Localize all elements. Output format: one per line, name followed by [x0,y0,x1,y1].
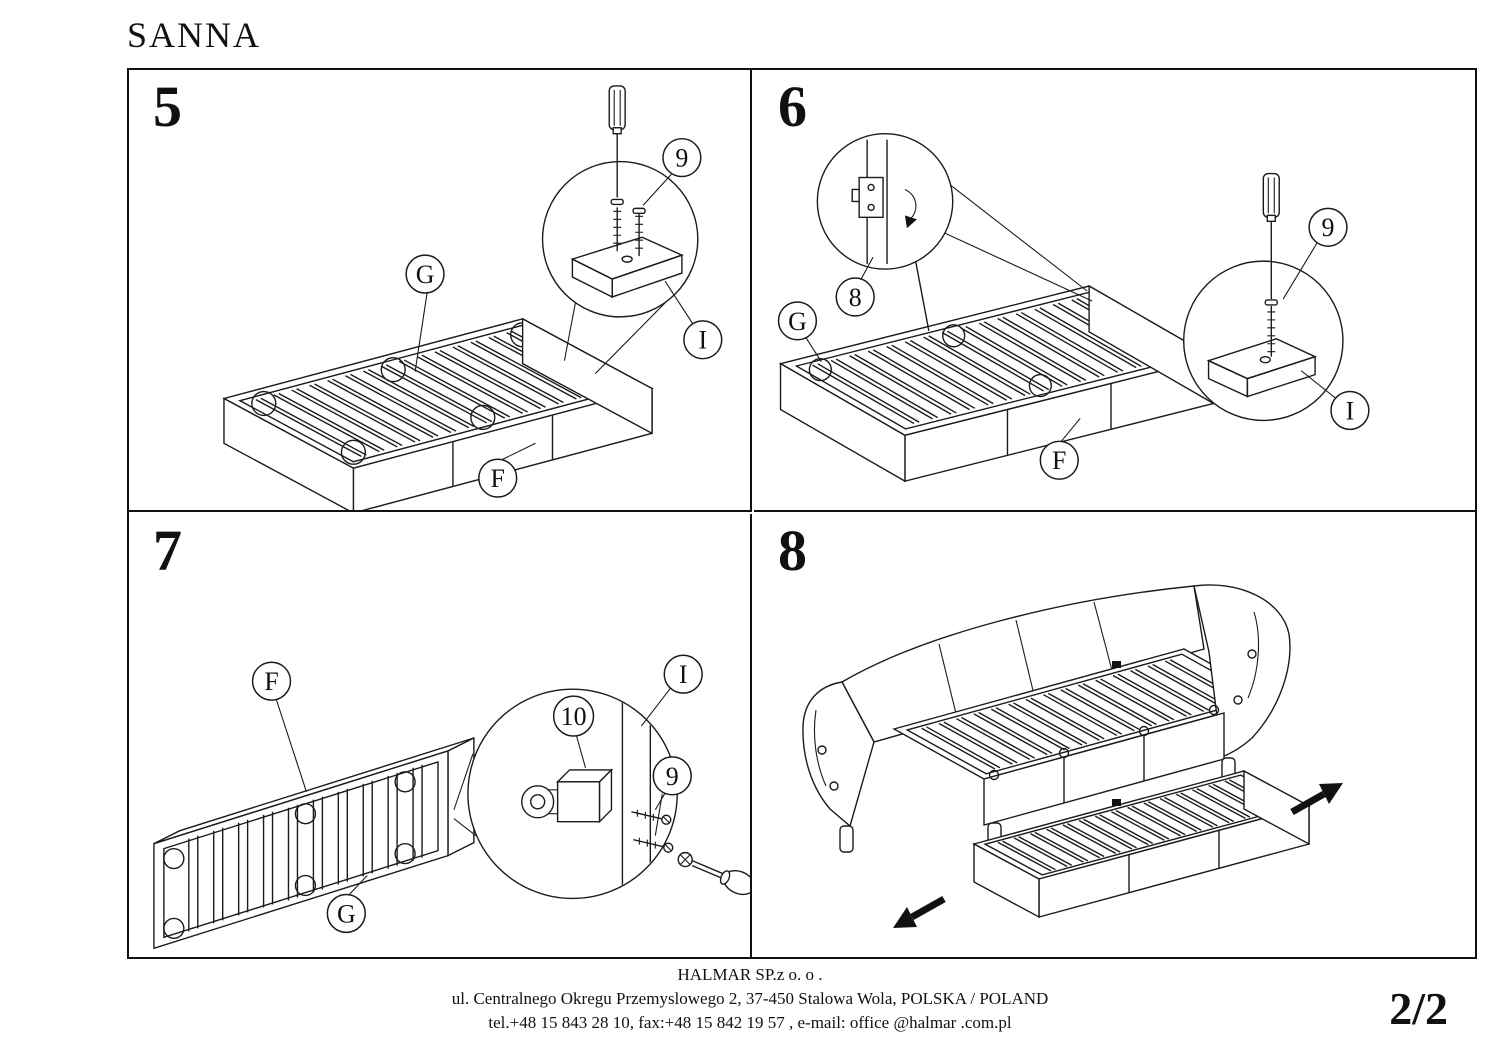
slide-out-arrow [893,895,946,928]
trundle-drawing [972,769,1311,919]
latch-mark [1112,799,1121,806]
zoom-detail-circle [541,160,699,318]
step-8-diagram [802,584,1343,928]
part-label-g-text: G [416,260,435,289]
part-label-f: F [251,661,307,792]
screw-drawing [1264,299,1278,357]
part-label-f-text: F [1052,446,1066,475]
part-label-g-text: G [337,899,356,928]
part-label-8: 8 [835,256,875,317]
zoom-leader-lines [563,302,666,375]
part-label-i: I [1300,370,1370,431]
part-label-f-text: F [491,464,505,493]
zoom-leader-lines [453,753,477,837]
part-label-9-text: 9 [1322,213,1335,242]
slide-in-arrow [1290,783,1343,816]
part-label-9: 9 [1282,207,1348,300]
page-title: SANNA [127,15,262,55]
part-label-9: 9 [652,756,692,836]
step-7-diagram: F G 10 I 9 [153,654,750,950]
step-5-diagram: G F 9 I [222,85,723,510]
panel-step-5: G F 9 I 5 [129,70,752,512]
latch-zoom-circle [816,133,954,270]
screw-drawing [631,809,674,853]
left-arm-drawing [802,681,875,828]
page-number: 2/2 [1389,983,1448,1034]
bed-frame-drawing [222,317,654,510]
latch-zoom-leader-lines [940,181,1093,302]
part-label-9: 9 [642,137,702,206]
part-label-i-text: I [679,660,688,689]
part-label-9-text: 9 [675,144,688,173]
instruction-sheet-grid: G F 9 I 5 [127,68,1477,959]
dowel-holes [163,771,416,940]
upright-frame-drawing [153,736,475,950]
rotation-arrow [904,188,917,220]
screwdriver-drawing [608,85,626,198]
part-label-10-text: 10 [561,702,587,731]
screwdriver-drawing [1262,172,1280,299]
zoom-detail-circle [1182,260,1344,422]
part-label-f-text: F [264,667,278,696]
footer-address: ul. Centralnego Okregu Przemyslowego 2, … [451,989,1049,1009]
part-label-i: I [664,280,723,360]
rotation-arrow-head [904,215,917,229]
caster-block-drawing [521,768,614,824]
part-label-8-text: 8 [849,283,862,312]
part-label-i: I [640,654,703,727]
part-label-f: F [478,442,536,498]
step-7-number: 7 [153,518,182,583]
screw-drawing [610,198,646,257]
footer-company: HALMAR SP.z o. o . [677,965,823,984]
step-6-diagram: 8 G F 9 I [777,133,1370,483]
part-label-g: G [405,254,445,372]
part-label-g-text: G [788,307,807,336]
panel-step-8: 8 [754,514,1475,957]
bed-frame-drawing [778,284,1216,483]
part-label-9-text: 9 [666,762,679,791]
footer: HALMAR SP.z o. o . ul. Centralnego Okreg… [0,962,1500,1036]
corner-board-drawing [570,236,684,299]
step-6-number: 6 [778,74,807,139]
screwdriver-drawing [677,851,750,896]
panel-step-7: F G 10 I 9 7 [129,514,752,957]
latch-bracket-drawing [851,176,884,219]
part-label-g: G [326,875,368,934]
step-8-number: 8 [778,518,807,583]
part-label-i-text: I [698,326,707,355]
vertical-slats [188,764,423,932]
panel-step-6: 8 G F 9 I 6 [754,70,1475,512]
corner-board-drawing [1206,338,1317,398]
step-5-number: 5 [153,74,182,139]
part-label-10: 10 [552,695,595,769]
part-label-i-text: I [1346,396,1355,425]
latch-mark [1112,661,1121,668]
part-label-f: F [1039,418,1081,480]
footer-contact: tel.+48 15 843 28 10, fax:+48 15 842 19 … [488,1013,1012,1033]
part-label-g: G [777,301,822,362]
